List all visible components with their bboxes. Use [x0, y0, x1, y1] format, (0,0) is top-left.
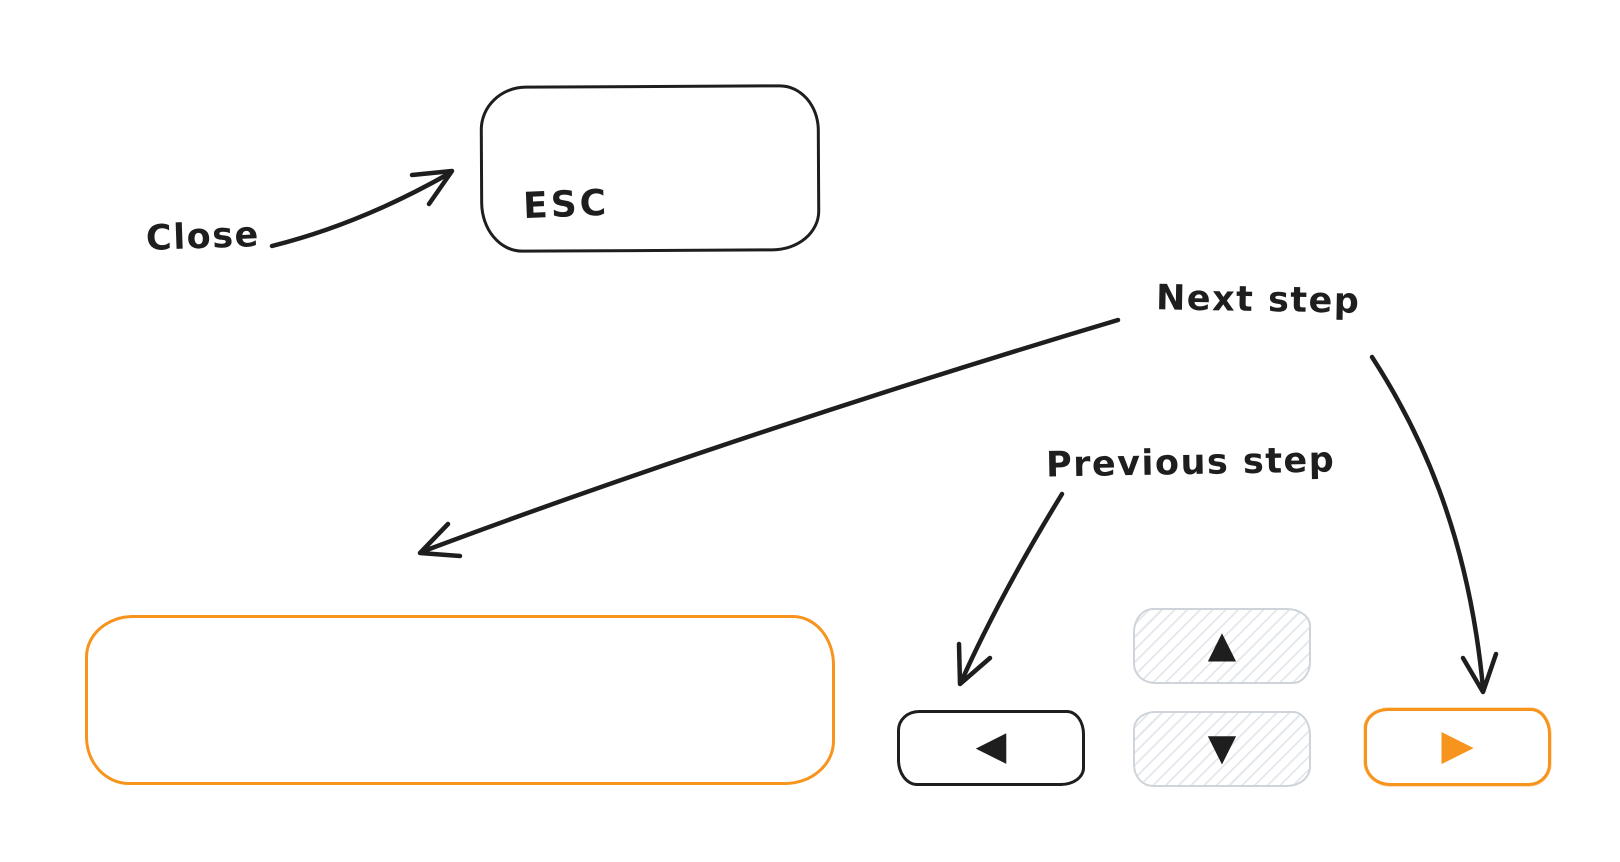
previous-step-label: Previous step	[1045, 440, 1336, 486]
previous-step-line	[959, 491, 1065, 683]
left-arrow-icon: ◀	[975, 723, 1007, 769]
arrow-left-key[interactable]: ◀	[897, 710, 1085, 786]
arrow-down-key[interactable]: ▼	[1133, 711, 1311, 787]
next-step-right-arrowhead	[1460, 651, 1499, 695]
next-step-arrow-to-space	[417, 317, 1121, 559]
up-arrow-icon: ▲	[1207, 622, 1237, 666]
arrow-up-key[interactable]: ▲	[1133, 608, 1311, 684]
next-step-space-arrowhead	[417, 521, 463, 559]
previous-step-arrow	[956, 491, 1065, 687]
previous-step-arrowhead	[956, 641, 993, 687]
down-arrow-icon: ▼	[1207, 725, 1237, 769]
esc-key[interactable]: ESC	[479, 84, 821, 253]
next-step-space-line	[421, 317, 1121, 554]
next-step-label: Next step	[1155, 278, 1361, 322]
space-key[interactable]	[85, 615, 835, 785]
close-arrow	[269, 168, 455, 249]
esc-key-label: ESC	[522, 182, 610, 228]
next-step-right-line	[1369, 354, 1486, 691]
right-arrow-icon: ▶	[1441, 720, 1474, 769]
next-step-arrow-to-right-key	[1369, 354, 1499, 695]
close-arrow-line	[269, 170, 453, 249]
arrow-right-key[interactable]: ▶	[1364, 708, 1551, 786]
close-arrowhead	[409, 168, 455, 207]
close-label: Close	[145, 215, 261, 259]
